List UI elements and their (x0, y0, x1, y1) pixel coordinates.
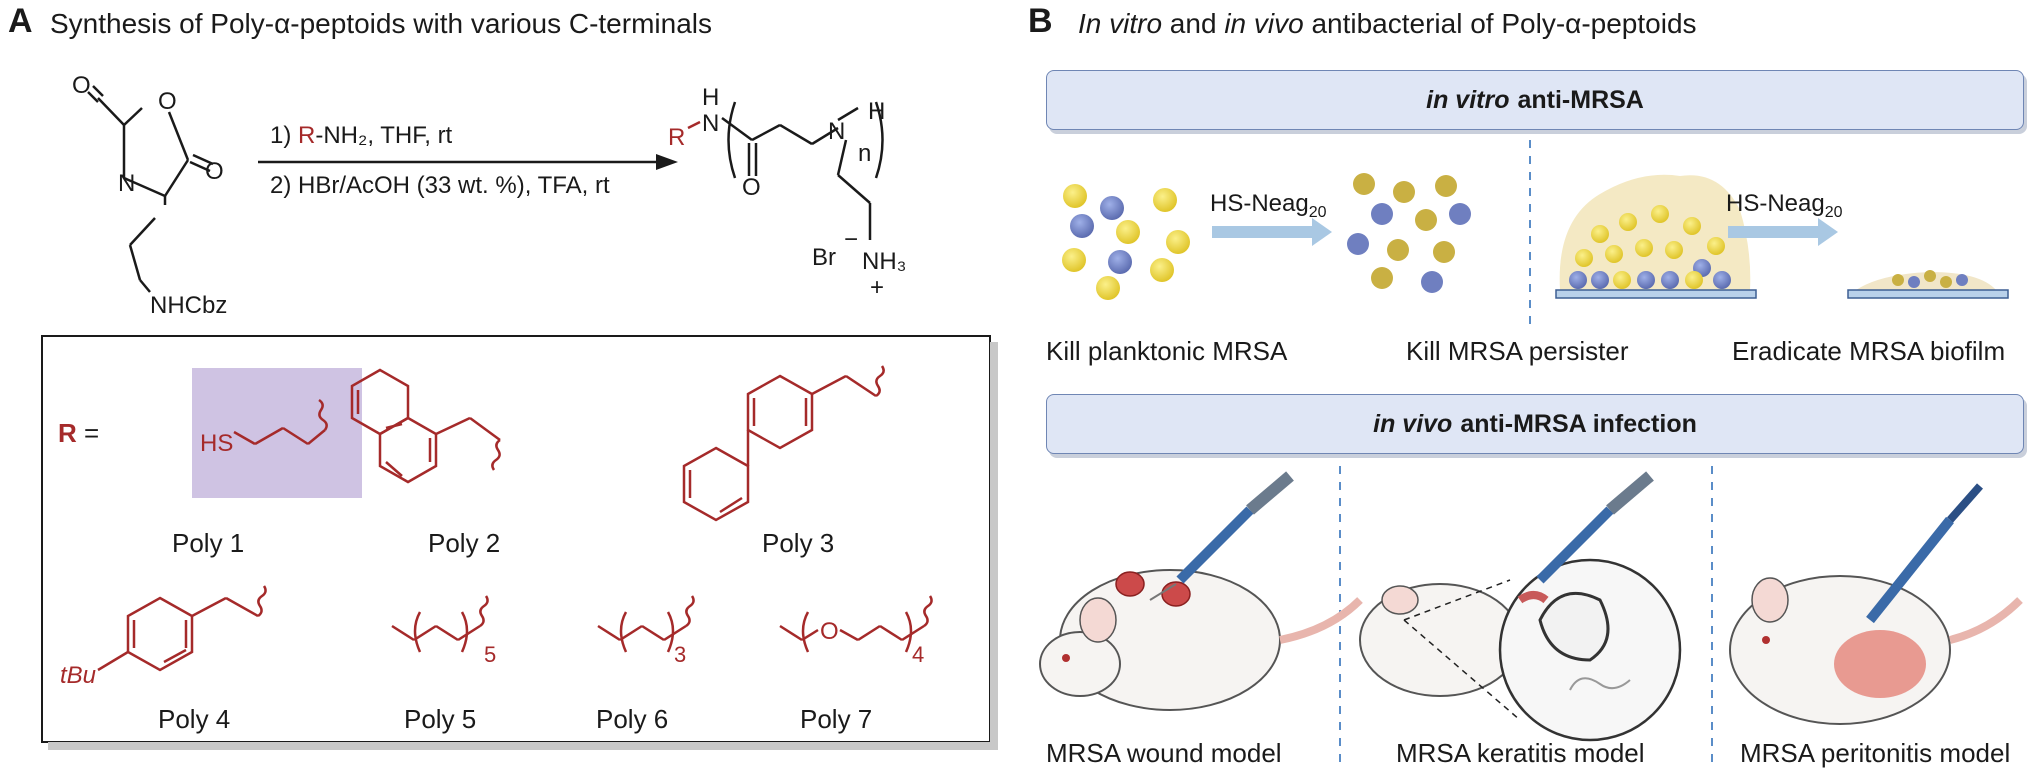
label-wound-model: MRSA wound model (1046, 738, 1282, 768)
product-o: O (742, 174, 761, 201)
atom-o-top: O (72, 72, 91, 99)
mouse-peritonitis-illustration (1729, 483, 2023, 725)
poly7-oxygen: O (820, 618, 839, 645)
planktonic-cells (1062, 184, 1190, 300)
product-n-subscript: n (858, 140, 872, 167)
product-nh3-plus: + (870, 274, 885, 301)
poly2-structure (350, 368, 501, 484)
reagent-line-2: 2) HBr/AcOH (33 wt. %), TFA, rt (270, 172, 610, 199)
product-r: R (668, 124, 686, 151)
arrow-1-label: HS-Neag20 (1210, 190, 1327, 221)
label-eradicate-biofilm: Eradicate MRSA biofilm (1732, 336, 2006, 366)
poly5-structure (391, 595, 489, 653)
arrow-2 (1728, 218, 1838, 246)
poly-7-label: Poly 7 (800, 704, 873, 734)
reaction-arrow (258, 154, 678, 170)
label-kill-persister: Kill MRSA persister (1406, 336, 1629, 366)
arrow-1 (1212, 218, 1332, 246)
product-n-right: N (828, 118, 846, 145)
product-br: Br (812, 244, 836, 271)
product-polymer (687, 101, 884, 240)
biofilm (1555, 174, 1757, 299)
poly-1-label: Poly 1 (172, 528, 245, 558)
panel-b-letter: B (1028, 2, 1053, 40)
nca-monomer (87, 85, 214, 293)
product-br-minus: − (844, 226, 859, 253)
persister-cells (1347, 173, 1471, 293)
atom-nhcbz: NHCbz (150, 292, 228, 319)
label-kill-planktonic: Kill planktonic MRSA (1046, 336, 1288, 366)
mouse-keratitis-illustration (1359, 471, 1682, 742)
poly-6-label: Poly 6 (596, 704, 669, 734)
poly-4-label: Poly 4 (158, 704, 231, 734)
poly-5-label: Poly 5 (404, 704, 477, 734)
panel-a-title: Synthesis of Poly-α-peptoids with variou… (50, 8, 712, 39)
poly1-highlight (192, 368, 362, 498)
poly1-hs: HS (200, 430, 234, 457)
poly6-structure (597, 595, 695, 653)
poly3-structure (682, 365, 885, 522)
mouse-wound-illustration (1039, 471, 1363, 711)
poly1-structure (233, 398, 328, 446)
poly-3-label: Poly 3 (762, 528, 835, 558)
panel-a-letter: A (8, 2, 33, 40)
product-h-left: H (702, 84, 720, 111)
poly6-subscript: 3 (674, 642, 687, 667)
poly7-subscript: 4 (912, 642, 925, 667)
label-peritonitis-model: MRSA peritonitis model (1740, 738, 2011, 768)
atom-o-ring: O (158, 88, 177, 115)
poly-2-label: Poly 2 (428, 528, 501, 558)
product-nh3: NH₃ (862, 248, 907, 275)
r-equals-label: RR = = (58, 418, 100, 448)
product-n-left: N (702, 110, 720, 137)
product-h-right: H (868, 98, 886, 125)
poly4-tbu: tBu (60, 662, 97, 689)
r-group-box (41, 335, 991, 743)
arrow-2-label: HS-Neag20 (1726, 190, 1843, 221)
atom-n: N (118, 170, 136, 197)
atom-o-right: O (205, 158, 224, 185)
poly7-structure (779, 595, 933, 653)
poly5-subscript: 5 (484, 642, 497, 667)
label-keratitis-model: MRSA keratitis model (1396, 738, 1645, 768)
eradicated-biofilm (1847, 270, 2009, 299)
poly4-structure (97, 585, 267, 672)
panel-b-title: In vitro and in vivo antibacterial of Po… (1078, 8, 1697, 39)
reagent-line-1: 1) R-NH₂, THF, rt (270, 122, 453, 149)
